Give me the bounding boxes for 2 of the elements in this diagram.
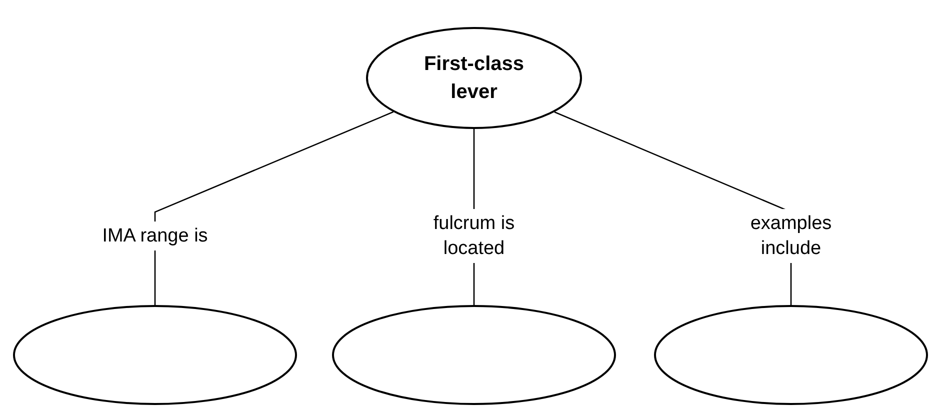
node-title: First-class lever bbox=[422, 52, 526, 105]
connector-line bbox=[154, 111, 394, 305]
